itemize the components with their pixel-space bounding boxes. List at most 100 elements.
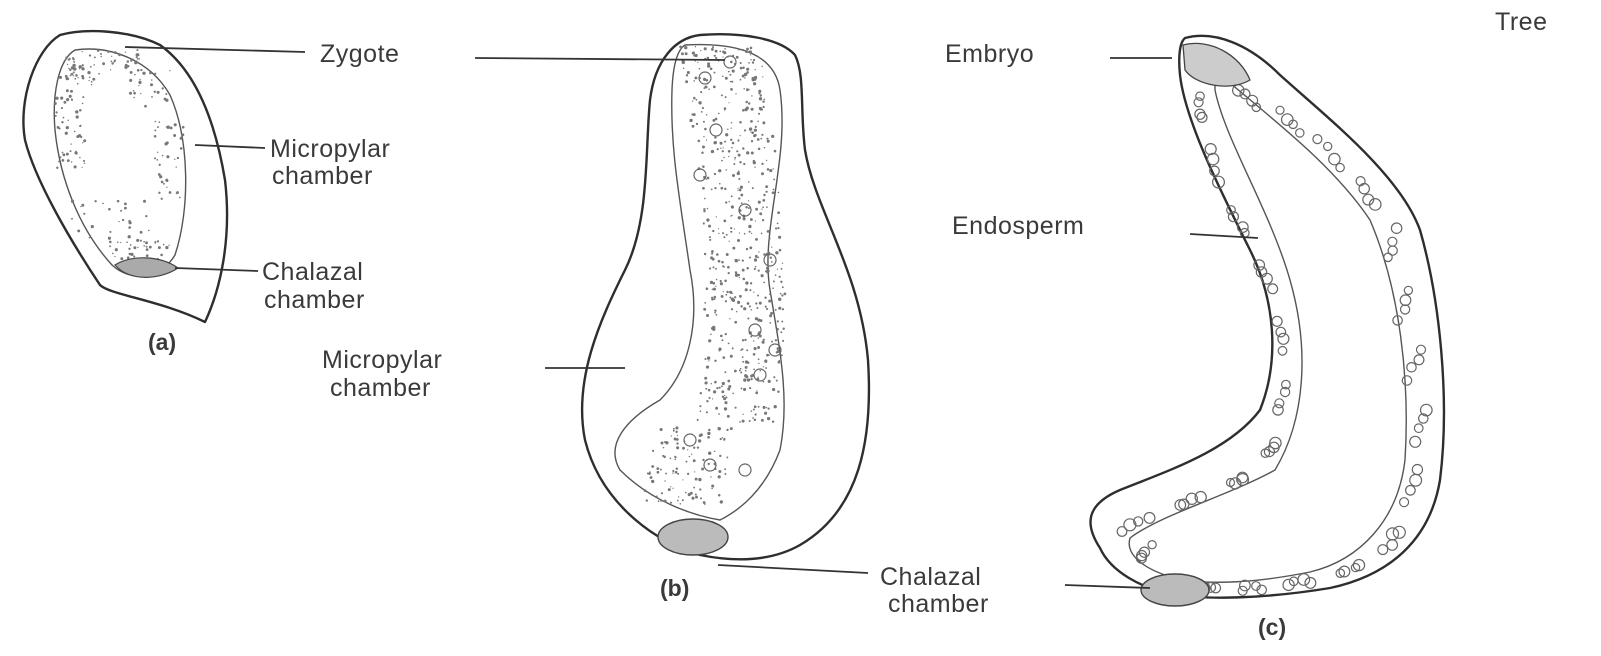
panel-b-stipple-dot xyxy=(737,274,740,277)
panel-a-stipple-dot xyxy=(71,66,74,69)
panel-a-stipple-dot xyxy=(137,247,138,248)
panel-b-stipple-dot xyxy=(757,346,760,349)
panel-b-stipple-dot xyxy=(737,301,740,304)
panel-b-stipple-dot xyxy=(724,188,726,190)
panel-b-stipple-dot xyxy=(755,392,758,395)
panel-b-stipple-dot xyxy=(764,412,767,415)
panel-b-stipple-dot xyxy=(739,189,742,192)
panel-c-cell xyxy=(1276,327,1286,337)
panel-c-cell xyxy=(1278,333,1289,344)
panel-b-stipple-dot xyxy=(728,156,729,157)
panel-b-stipple-dot xyxy=(724,107,727,110)
panel-a-cytoplasm xyxy=(54,49,185,260)
panel-b-stipple-dot xyxy=(696,123,698,125)
panel-a-stipple-dot xyxy=(71,218,73,220)
panel-b-stipple-dot xyxy=(700,91,702,93)
panel-c-cell xyxy=(1139,547,1149,557)
panel-a-stipple-dot xyxy=(179,197,181,199)
panel-b-stipple-dot xyxy=(717,148,719,150)
panel-a-stipple-dot xyxy=(142,72,145,75)
panel-a-stipple-dot xyxy=(65,132,68,135)
panel-b-stipple-dot xyxy=(727,380,730,383)
panel-c-cell xyxy=(1268,284,1278,294)
panel-b-stipple-dot xyxy=(737,188,738,189)
panel-b-stipple-dot xyxy=(684,46,687,49)
panel-b-stipple-dot xyxy=(708,339,711,342)
panel-b-stipple-dot xyxy=(773,376,775,378)
panel-a-zygote-leader xyxy=(125,47,305,52)
panel-b-stipple-dot xyxy=(753,82,756,85)
panel-b-stipple-dot xyxy=(682,447,685,450)
panel-b-stipple-dot xyxy=(703,136,704,137)
panel-a-stipple-dot xyxy=(87,71,90,74)
panel-a-stipple-dot xyxy=(160,254,163,257)
panel-a-stipple-dot xyxy=(82,103,84,105)
panel-b-stipple-dot xyxy=(685,52,688,55)
panel-a-stipple-dot xyxy=(176,166,177,167)
panel-c-cell xyxy=(1414,355,1424,365)
panel-a-stipple-dot xyxy=(181,133,184,136)
panel-b-stipple-dot xyxy=(749,246,752,249)
panel-a-stipple-dot xyxy=(91,225,94,228)
panel-b-stipple-dot xyxy=(677,435,678,436)
panel-b-stipple-dot xyxy=(711,48,714,51)
panel-b-stipple-dot xyxy=(749,305,751,307)
panel-a-stipple-dot xyxy=(92,78,95,81)
panel-b-stipple-dot xyxy=(646,499,648,501)
panel-a-stipple-dot xyxy=(128,227,130,229)
panel-b-stipple-dot xyxy=(700,392,702,394)
panel-a-stipple-dot xyxy=(89,54,91,56)
panel-a-stipple-dot xyxy=(66,126,69,129)
panel-c-endosperm-cells xyxy=(1117,58,1432,596)
panel-b-stipple-dot xyxy=(763,406,766,409)
panel-b-stipple-dot xyxy=(743,217,746,220)
panel-b-stipple-dot xyxy=(695,494,697,496)
panel-b-stipple-dot xyxy=(748,102,750,104)
panel-a-stipple-dot xyxy=(164,142,167,145)
panel-b-stipple-dot xyxy=(758,406,760,408)
panel-b-stipple-dot xyxy=(710,67,713,70)
panel-a-stipple-dot xyxy=(60,156,62,158)
panel-a-stipple-dot xyxy=(144,105,147,108)
panel-a-stipple-dot xyxy=(91,84,92,85)
panel-a-chalazal-label-line2: chamber xyxy=(264,286,365,314)
panel-b-stipple-dot xyxy=(719,387,721,389)
panel-b-stipple-dot xyxy=(716,253,719,256)
panel-b-stipple-dot xyxy=(698,140,701,143)
panel-b-stipple-dot xyxy=(783,328,785,330)
panel-a-stipple-dot xyxy=(102,203,104,205)
panel-b-stipple-dot xyxy=(723,356,726,359)
panel-b-stipple-dot xyxy=(726,169,728,171)
panel-b-stipple-dot xyxy=(735,271,738,274)
panel-b-stipple-dot xyxy=(730,215,731,216)
panel-a-stipple-dot xyxy=(136,53,139,56)
panel-b-stipple-dot xyxy=(706,114,708,116)
panel-b-stipple-dot xyxy=(701,468,704,471)
panel-a-stipple-dot xyxy=(89,76,91,78)
panel-b-stipple-dot xyxy=(766,206,768,208)
panel-b-stipple-dot xyxy=(716,387,718,389)
panel-b-stipple-dot xyxy=(714,296,717,299)
panel-b-stipple-dot xyxy=(700,50,701,51)
panel-b-stipple-dot xyxy=(746,248,748,250)
panel-a-stipple-dot xyxy=(125,51,126,52)
panel-b-stipple-dot xyxy=(746,349,748,351)
panel-b-caption: (b) xyxy=(660,575,689,601)
panel-b-stipple-dot xyxy=(737,190,738,191)
panel-b-stipple-dot xyxy=(703,78,706,81)
panel-b-stipple-dot xyxy=(751,140,753,142)
panel-b-stipple-dot xyxy=(748,207,750,209)
panel-b-stipple-dot xyxy=(764,360,767,363)
panel-b-stipple-dot xyxy=(772,168,773,169)
panel-b-stipple-dot xyxy=(771,246,772,247)
panel-b-stipple-dot xyxy=(718,170,721,173)
panel-b-stipple-dot xyxy=(755,413,757,415)
panel-b-stipple-dot xyxy=(729,291,732,294)
panel-b-stipple-dot xyxy=(745,366,748,369)
panel-b-stipple-dot xyxy=(704,47,707,50)
panel-b-stipple-dot xyxy=(743,163,745,165)
panel-b-stipple-dot xyxy=(725,77,728,80)
panel-a-stipple-dot xyxy=(62,152,64,154)
panel-b-stipple-dot xyxy=(696,99,698,101)
